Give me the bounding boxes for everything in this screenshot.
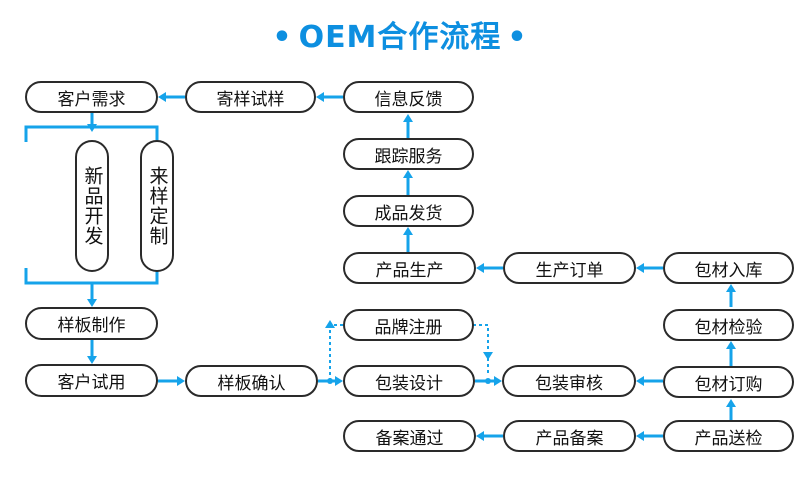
node-brand-registration: 品牌注册 — [343, 309, 474, 341]
node-sample-confirm: 样板确认 — [185, 365, 318, 397]
node-label: 跟踪服务 — [374, 146, 443, 167]
node-label: 包材订购 — [694, 374, 763, 395]
arrowhead — [87, 124, 97, 132]
node-label: 包装审核 — [535, 373, 603, 394]
node-packaging-review: 包装审核 — [502, 365, 636, 397]
node-label: 样板制作 — [57, 316, 126, 336]
arrowhead — [726, 341, 736, 349]
node-label: 客户试用 — [57, 373, 126, 393]
node-new-product-dev: 新品开发 — [75, 140, 109, 272]
node-packaging-storage: 包材入库 — [663, 252, 794, 284]
node-label: 成品发货 — [374, 203, 443, 224]
node-label: 包装设计 — [375, 373, 443, 394]
node-label: 备案通过 — [375, 428, 444, 449]
node-sample-custom: 来样定制 — [140, 140, 174, 272]
arrowhead — [403, 227, 413, 235]
node-packaging-design: 包装设计 — [343, 365, 475, 397]
arrowhead — [403, 114, 413, 122]
arrowhead — [316, 92, 324, 102]
arrowhead — [636, 431, 644, 441]
arrowhead — [158, 92, 166, 102]
title-text: OEM合作流程 — [298, 20, 502, 55]
arrowhead — [483, 352, 493, 360]
arrowhead — [726, 399, 736, 407]
arrowhead — [494, 376, 502, 386]
arrowhead — [476, 431, 484, 441]
arrowhead — [726, 284, 736, 292]
node-customer-demand: 客户需求 — [25, 81, 158, 113]
arrowhead — [325, 320, 335, 328]
arrowhead — [177, 376, 185, 386]
arrowhead — [476, 263, 484, 273]
node-production: 产品生产 — [343, 252, 476, 284]
node-product-testing: 产品送检 — [663, 420, 794, 452]
dashed-brand-to-review — [473, 324, 489, 375]
title-bullet-left: • — [272, 20, 293, 55]
node-sample-making: 样板制作 — [25, 307, 158, 340]
node-label: 信息反馈 — [374, 89, 443, 110]
node-send-sample: 寄样试样 — [185, 81, 316, 113]
node-label: 生产订单 — [535, 260, 604, 281]
junction-dot — [485, 378, 491, 384]
node-label: 新品开发 — [81, 166, 104, 246]
page-title: •OEM合作流程• — [0, 12, 800, 56]
node-label: 包材检验 — [694, 317, 763, 338]
arrowhead — [636, 376, 644, 386]
arrowhead — [87, 299, 97, 307]
node-product-filing: 产品备案 — [503, 420, 636, 452]
node-feedback: 信息反馈 — [343, 81, 474, 113]
dashed-design-to-brand — [329, 324, 343, 381]
arrowhead — [335, 376, 343, 386]
node-label: 寄样试样 — [216, 89, 285, 110]
node-label: 产品送检 — [694, 428, 763, 449]
node-packaging-purchase: 包材订购 — [663, 366, 794, 398]
node-label: 品牌注册 — [374, 317, 443, 338]
node-label: 客户需求 — [57, 89, 126, 110]
node-follow-up: 跟踪服务 — [343, 138, 474, 170]
junction-dot — [327, 378, 333, 384]
node-label: 来样定制 — [146, 166, 169, 246]
node-label: 包材入库 — [694, 260, 763, 281]
node-label: 产品生产 — [375, 260, 444, 281]
title-bullet-right: • — [507, 20, 528, 55]
node-filing-approved: 备案通过 — [343, 420, 476, 452]
arrowhead — [636, 263, 644, 273]
arrowhead — [87, 356, 97, 364]
node-label: 样板确认 — [217, 373, 286, 394]
node-shipment: 成品发货 — [343, 195, 474, 227]
node-label: 产品备案 — [535, 428, 604, 449]
arrowhead — [403, 170, 413, 178]
node-packaging-inspection: 包材检验 — [663, 309, 794, 341]
node-production-order: 生产订单 — [503, 252, 636, 284]
node-customer-trial: 客户试用 — [25, 364, 158, 397]
